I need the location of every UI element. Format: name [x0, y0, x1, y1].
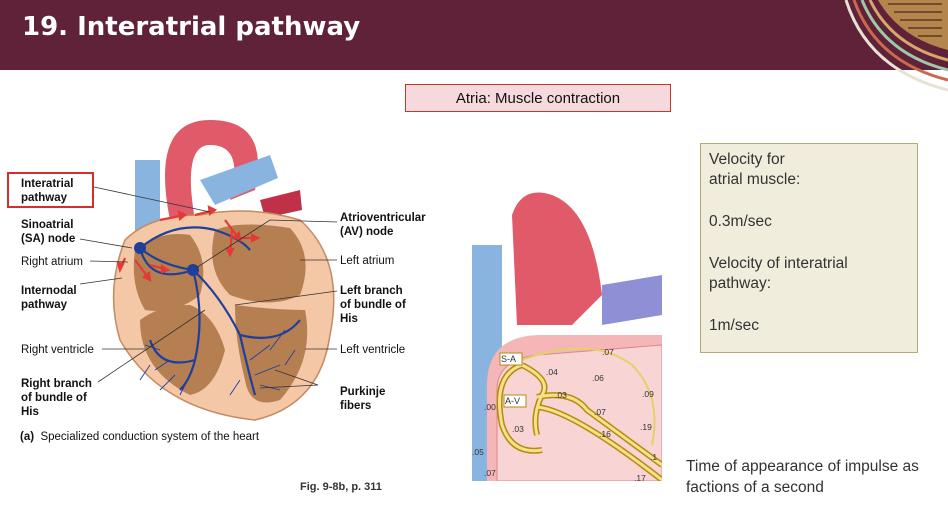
time-label: .03	[555, 390, 567, 400]
time-label: .19	[640, 422, 652, 432]
velocity-info-box: Velocity for atrial muscle: 0.3m/sec Vel…	[700, 143, 918, 353]
time-label: .1	[650, 452, 657, 462]
atria-label-box: Atria: Muscle contraction	[405, 84, 671, 112]
label-left-branch: Left branch of bundle of His	[340, 284, 416, 326]
time-label: .04	[546, 367, 558, 377]
label-internodal-pathway: Internodal pathway	[21, 284, 89, 312]
time-label: .06	[592, 373, 604, 383]
label-purkinje-fibers: Purkinje fibers	[340, 385, 400, 413]
velocity-interatrial-value: 1m/sec	[709, 316, 909, 336]
time-label: .05	[472, 447, 484, 457]
impulse-timing-heart-illustration: S-A A-V .00 .03 .04 .03 .05 .07 .07 .06 …	[462, 185, 662, 481]
diagram-caption: (a) Specialized conduction system of the…	[20, 431, 259, 443]
label-left-atrium: Left atrium	[340, 254, 394, 268]
velocity-atrial-label-2: atrial muscle:	[709, 170, 909, 190]
velocity-atrial-value: 0.3m/sec	[709, 212, 909, 232]
time-label: .03	[512, 424, 524, 434]
time-label: .07	[602, 347, 614, 357]
velocity-interatrial-label-1: Velocity of interatrial	[709, 254, 909, 274]
node-label-sa: S-A	[501, 354, 516, 364]
time-label: .17	[634, 473, 646, 481]
label-interatrial-pathway: Interatrial pathway	[21, 177, 91, 205]
time-label: .16	[599, 429, 611, 439]
node-label-av: A-V	[505, 396, 520, 406]
corner-decoration	[838, 0, 948, 110]
caption-text: Specialized conduction system of the hea…	[40, 431, 259, 443]
time-label: .00	[484, 402, 496, 412]
label-right-ventricle: Right ventricle	[21, 343, 94, 357]
label-right-branch: Right branch of bundle of His	[21, 377, 103, 419]
note-line-2: factions of a second	[686, 477, 948, 498]
caption-letter: (a)	[20, 431, 34, 443]
label-sa-node: Sinoatrial (SA) node	[21, 218, 91, 246]
label-left-ventricle: Left ventricle	[340, 343, 405, 357]
label-right-atrium: Right atrium	[21, 255, 83, 269]
note-line-1: Time of appearance of impulse as	[686, 456, 948, 477]
label-av-node: Atrioventricular (AV) node	[340, 211, 440, 239]
page-title: 19. Interatrial pathway	[22, 12, 360, 42]
time-label: .09	[642, 389, 654, 399]
time-label: .07	[594, 407, 606, 417]
figure-reference: Fig. 9-8b, p. 311	[300, 481, 382, 493]
time-label: .07	[484, 468, 496, 478]
velocity-interatrial-label-2: pathway:	[709, 274, 909, 294]
impulse-time-note: Time of appearance of impulse as faction…	[686, 456, 948, 498]
velocity-atrial-label-1: Velocity for	[709, 150, 909, 170]
